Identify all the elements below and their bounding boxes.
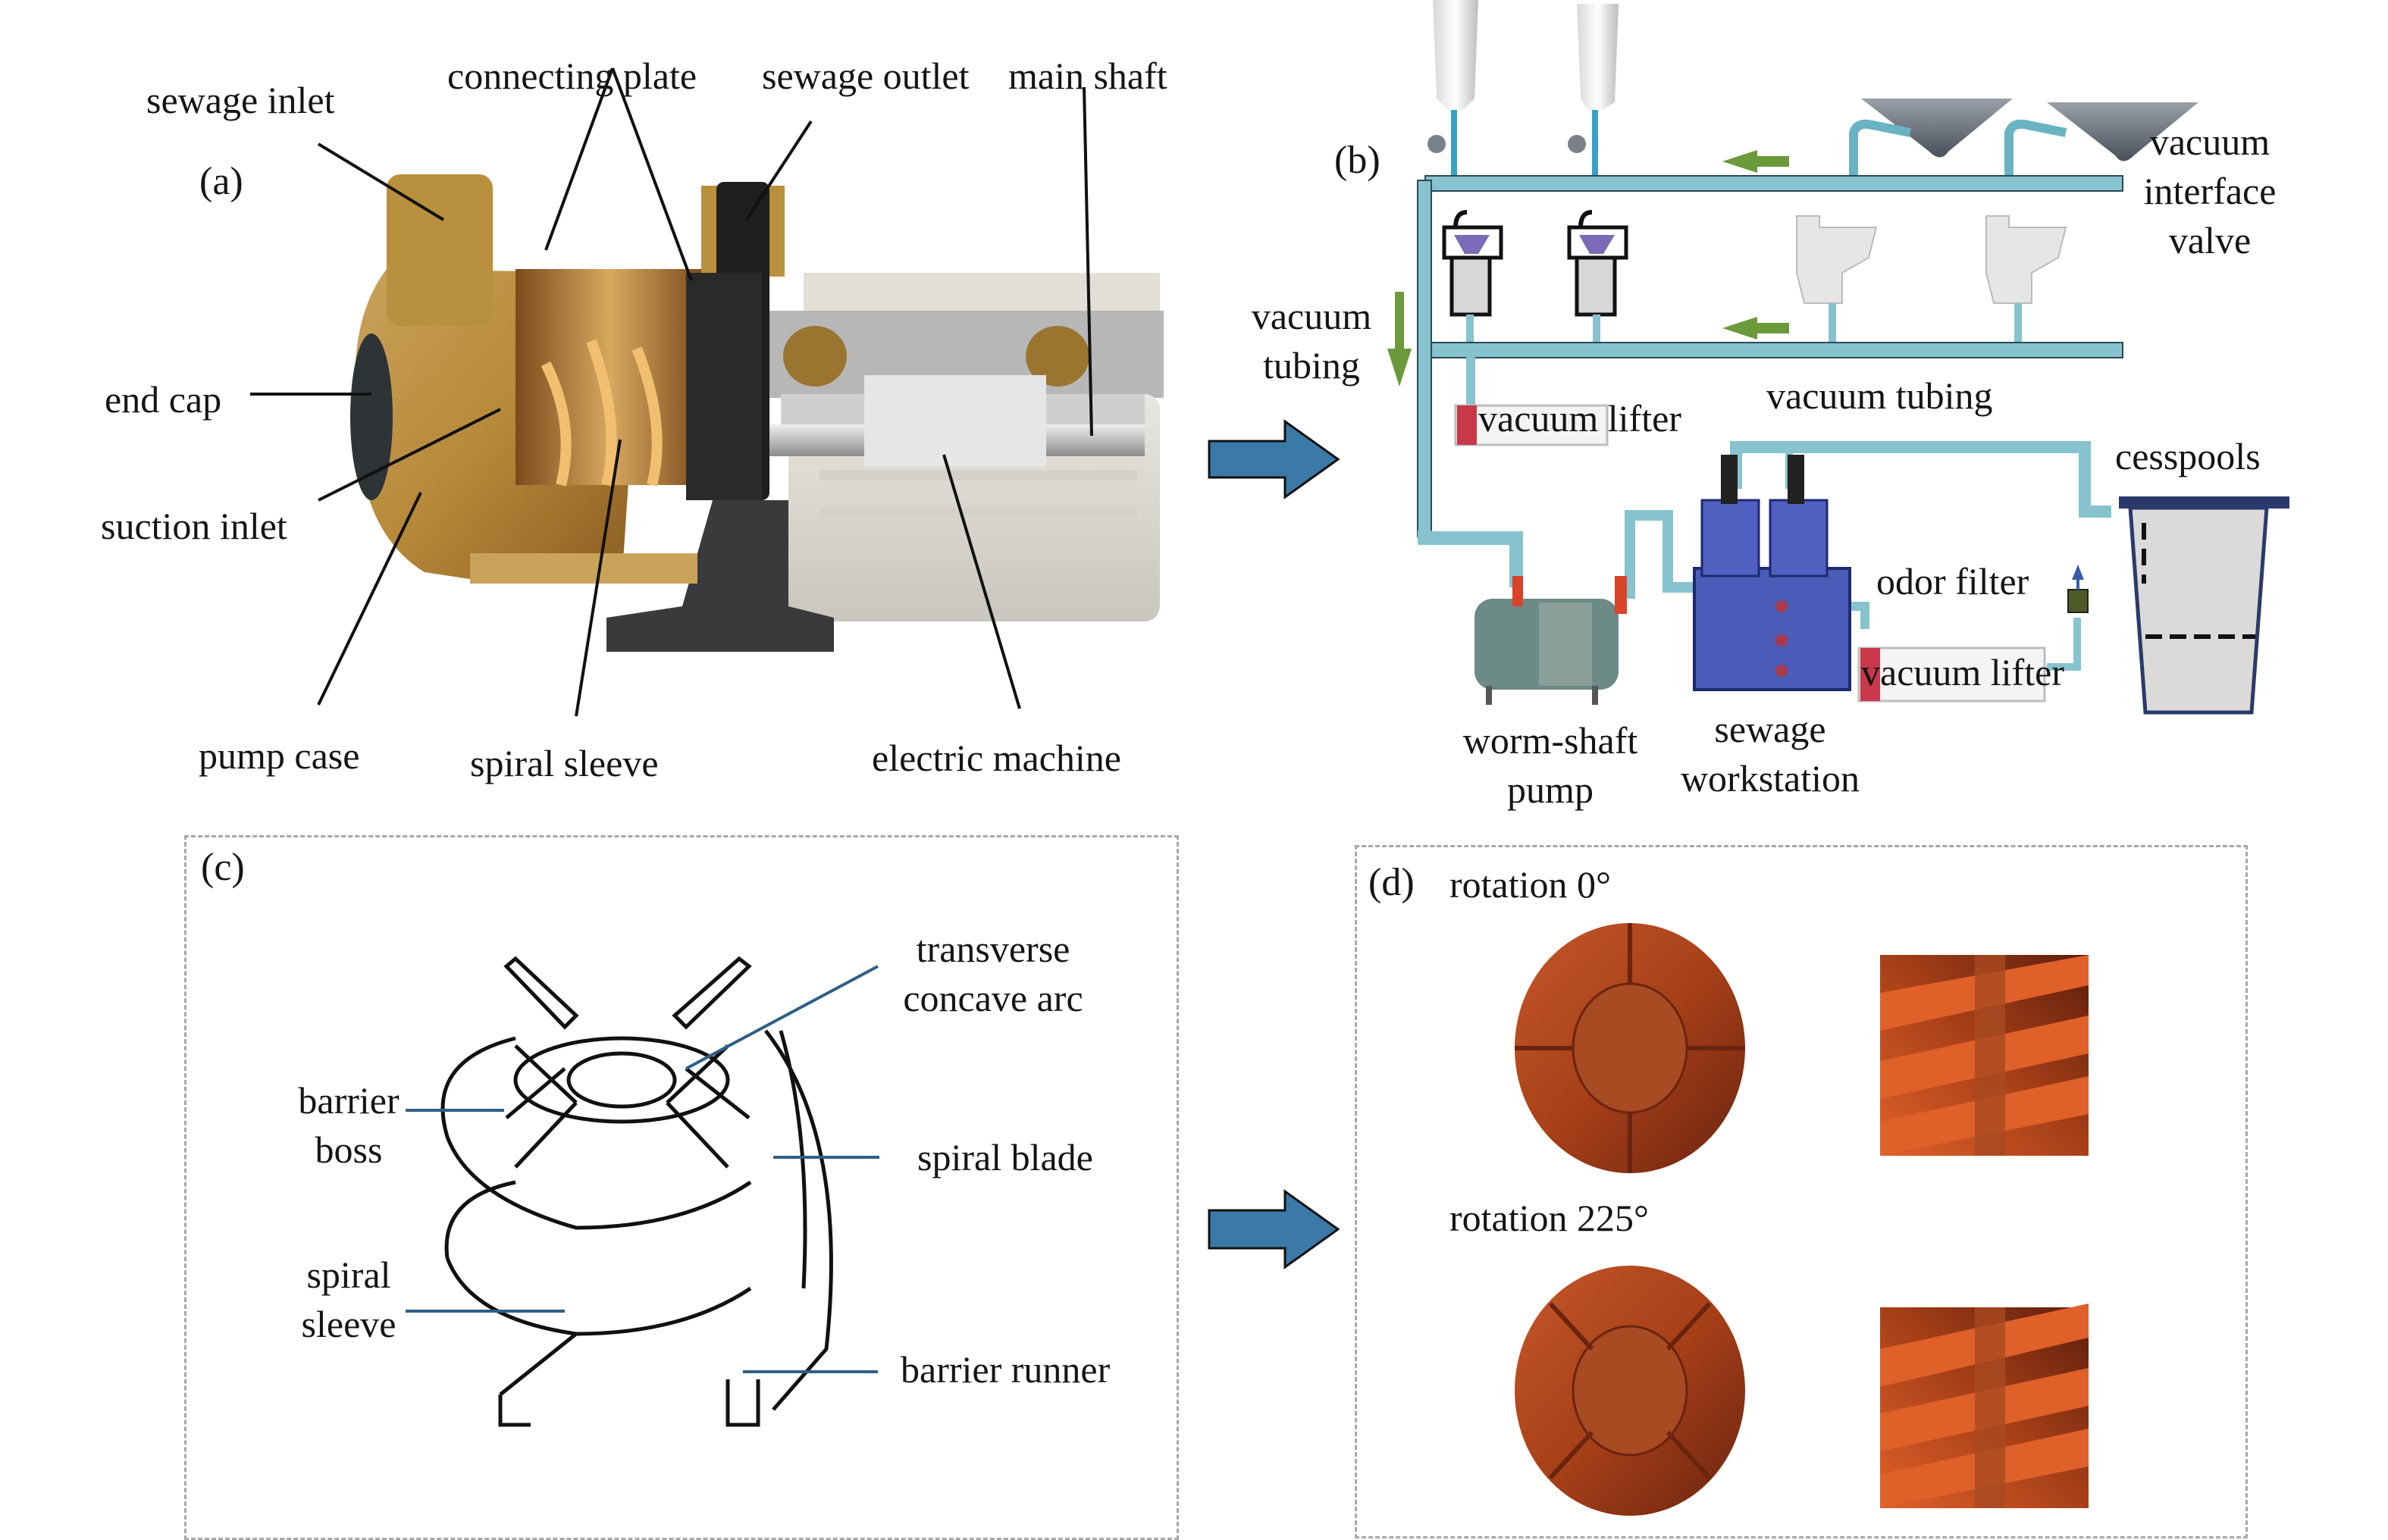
- sink-icon: [1567, 210, 1628, 317]
- label-spiral-blade: spiral blade: [917, 1136, 1093, 1178]
- label-sewage-outlet: sewage outlet: [762, 55, 970, 97]
- pump-case-shape: [350, 174, 705, 584]
- label-sewage-workstation: sewage workstation: [1680, 708, 1860, 800]
- panel-c-leader-lines: [406, 965, 879, 1373]
- flow-direction-arrow-down: [1387, 292, 1412, 387]
- worm-shaft-pump-shape: [1474, 576, 1627, 705]
- urinal-icon: [1577, 4, 1619, 110]
- panel-b-drawing: [1387, 0, 2289, 715]
- panel-c-drawing: [440, 956, 833, 1427]
- label-rotation-225: rotation 225°: [1449, 1197, 1650, 1239]
- label-electric-machine: electric machine: [872, 737, 1121, 779]
- basin-icon: [1861, 99, 2013, 158]
- panel-a-leader-lines: [250, 67, 1093, 717]
- sewage-outlet-shape: [686, 182, 785, 500]
- toilet-icon: [1796, 215, 1878, 304]
- toilet-icon: [1985, 215, 2067, 304]
- label-vacuum-lifter-bottom: vacuum lifter: [1861, 651, 2064, 693]
- label-rotation-0: rotation 0°: [1449, 863, 1612, 906]
- vacuum-lifter-top-shape: [1454, 404, 1609, 446]
- label-vacuum-tubing: vacuum tubing: [1766, 374, 1993, 417]
- sink-icon: [1442, 210, 1503, 317]
- label-pump-case: pump case: [199, 734, 360, 777]
- pipe: [1417, 180, 1432, 537]
- label-suction-inlet: suction inlet: [101, 505, 287, 547]
- label-worm-shaft-pump: worm-shaft pump: [1462, 719, 1638, 811]
- label-spiral-sleeve: spiral sleeve: [470, 742, 659, 784]
- pump-foot: [606, 500, 834, 652]
- label-connecting-plate: connecting plate: [447, 55, 697, 97]
- urinal-icon: [1433, 0, 1478, 110]
- panel-d-drawing: [1515, 923, 2089, 1516]
- label-vacuum-tubing-vertical: vacuum tubing: [1251, 295, 1372, 387]
- label-odor-filter: odor filter: [1876, 560, 2029, 603]
- label-transverse-concave-arc: transverse concave arc: [903, 928, 1083, 1019]
- label-vacuum-lifter-top: vacuum lifter: [1478, 397, 1681, 440]
- label-barrier-boss: barrier boss: [298, 1079, 400, 1171]
- vacuum-lifter-bottom-shape: [1857, 646, 2046, 703]
- panel-c-tag: (c): [201, 846, 245, 889]
- label-barrier-runner: barrier runner: [901, 1348, 1111, 1391]
- flow-direction-arrow: [1722, 150, 1789, 173]
- label-vacuum-interface-valve: vacuum interface valve: [2143, 121, 2277, 261]
- panel-d-frame: [1355, 845, 2248, 1538]
- sleeve-end-view-rotation-225: [1515, 1266, 1745, 1516]
- odor-filter-shape: [2067, 589, 2089, 613]
- panel-a-tag: (a): [199, 160, 243, 203]
- basin-icon: [2047, 102, 2198, 161]
- sleeve-end-view-rotation-0: [1515, 923, 1745, 1173]
- cesspool-shape: [2119, 496, 2289, 715]
- pipe: [1424, 175, 2123, 192]
- pipe: [1424, 342, 2123, 358]
- panel-b-tag: (b): [1334, 139, 1380, 182]
- sewage-workstation-shape: [1693, 455, 1851, 691]
- flow-arrow-bottom: [1208, 1189, 1340, 1269]
- sleeve-side-view-rotation-225: [1880, 1304, 2089, 1508]
- label-main-shaft: main shaft: [1008, 55, 1167, 97]
- label-spiral-sleeve-c: spiral sleeve: [301, 1254, 396, 1345]
- label-cesspools: cesspools: [2115, 435, 2261, 477]
- sleeve-side-view-rotation-0: [1880, 955, 2089, 1156]
- flow-arrow-top: [1208, 419, 1340, 499]
- label-end-cap: end cap: [105, 378, 222, 421]
- rotor-shape: [864, 375, 1046, 466]
- panel-d-tag: (d): [1368, 861, 1415, 904]
- flow-direction-arrow: [1722, 317, 1789, 340]
- label-sewage-inlet: sewage inlet: [146, 79, 335, 121]
